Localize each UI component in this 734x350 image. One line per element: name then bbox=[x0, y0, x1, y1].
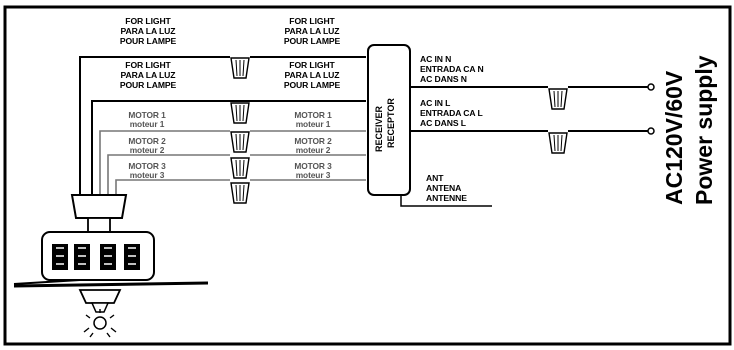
light-label-c: FOR LIGHT PARA LA LUZ POUR LAMPE bbox=[119, 60, 177, 90]
ac-wires bbox=[410, 86, 648, 132]
connector-motor1 bbox=[230, 131, 250, 153]
antenna-label: ANT ANTENA ANTENNE bbox=[426, 173, 467, 203]
diagram-border bbox=[3, 5, 732, 346]
power-supply-label: AC120V/60V Power supply bbox=[659, 10, 721, 210]
receiver-label-en: RECEIVER bbox=[374, 105, 384, 152]
light-label-a: FOR LIGHT PARA LA LUZ POUR LAMPE bbox=[119, 16, 177, 46]
light-wire-top bbox=[79, 56, 366, 195]
motor3-label-left: MOTOR 3 moteur 3 bbox=[128, 161, 166, 180]
connector-light-top bbox=[230, 57, 250, 79]
motor1-label-left: MOTOR 1 moteur 1 bbox=[128, 110, 166, 129]
connector-motor2 bbox=[230, 157, 250, 179]
ac-in-n-label: AC IN N ENTRADA CA N AC DANS N bbox=[420, 54, 484, 84]
power-voltage: AC120V/60V bbox=[661, 70, 687, 205]
motor2-label-left: MOTOR 2 moteur 2 bbox=[128, 136, 166, 155]
wire-connectors bbox=[230, 57, 568, 204]
connector-ac-n bbox=[548, 88, 568, 110]
light-wire-bottom bbox=[91, 100, 366, 195]
connector-light-mid bbox=[230, 102, 250, 124]
motor1-label-right: MOTOR 1 moteur 1 bbox=[294, 110, 332, 129]
receiver-box bbox=[367, 44, 411, 196]
antenna-wire bbox=[400, 195, 492, 207]
light-label-d: FOR LIGHT PARA LA LUZ POUR LAMPE bbox=[283, 60, 341, 90]
receiver-label: RECEIVER RECEPTOR bbox=[372, 90, 412, 170]
motor2-label-right: MOTOR 2 moteur 2 bbox=[294, 136, 332, 155]
ceiling-fan-icon bbox=[13, 194, 209, 338]
connector-motor3 bbox=[230, 182, 250, 204]
ac-terminal-n bbox=[647, 83, 655, 91]
ac-in-l-label: AC IN L ENTRADA CA L AC DANS L bbox=[420, 98, 483, 128]
motor-wires bbox=[99, 130, 366, 195]
power-supply-text: Power supply bbox=[691, 55, 717, 205]
ac-terminal-l bbox=[647, 127, 655, 135]
connector-ac-l bbox=[548, 132, 568, 154]
light-label-b: FOR LIGHT PARA LA LUZ POUR LAMPE bbox=[283, 16, 341, 46]
motor3-label-right: MOTOR 3 moteur 3 bbox=[294, 161, 332, 180]
receiver-label-es: RECEPTOR bbox=[386, 98, 396, 148]
